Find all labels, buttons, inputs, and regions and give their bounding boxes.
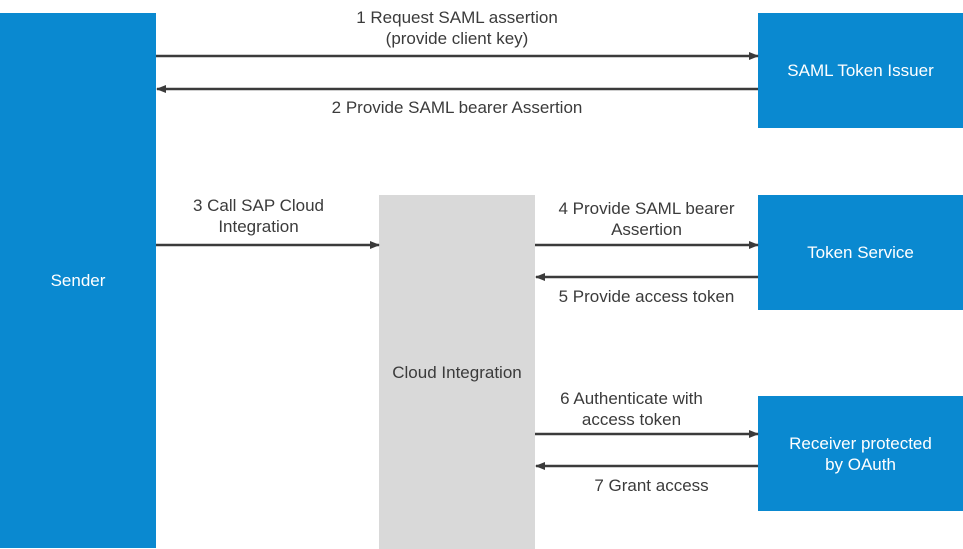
step6-label: 6 Authenticate with access token: [560, 389, 703, 429]
step7-label: 7 Grant access: [594, 476, 709, 495]
saml-token-issuer-label: SAML Token Issuer: [787, 61, 934, 80]
sender-label: Sender: [50, 271, 106, 290]
step3-label: 3 Call SAP Cloud Integration: [192, 196, 325, 236]
cloud-integration-node: Cloud Integration: [379, 195, 535, 549]
step2-label: 2 Provide SAML bearer Assertion: [331, 98, 583, 117]
cloud-integration-label: Cloud Integration: [392, 362, 522, 382]
step1-label: 1 Request SAML assertion (provide client…: [356, 8, 558, 48]
saml-token-issuer-node: SAML Token Issuer: [758, 13, 963, 128]
step5-label: 5 Provide access token: [558, 287, 735, 306]
receiver-node: Receiver protected by OAuth: [758, 396, 963, 511]
token-service-label: Token Service: [807, 243, 914, 262]
step4-label: 4 Provide SAML bearer Assertion: [558, 199, 735, 239]
receiver-label: Receiver protected by OAuth: [789, 433, 932, 474]
sender-node: Sender: [0, 13, 156, 548]
token-service-node: Token Service: [758, 195, 963, 310]
